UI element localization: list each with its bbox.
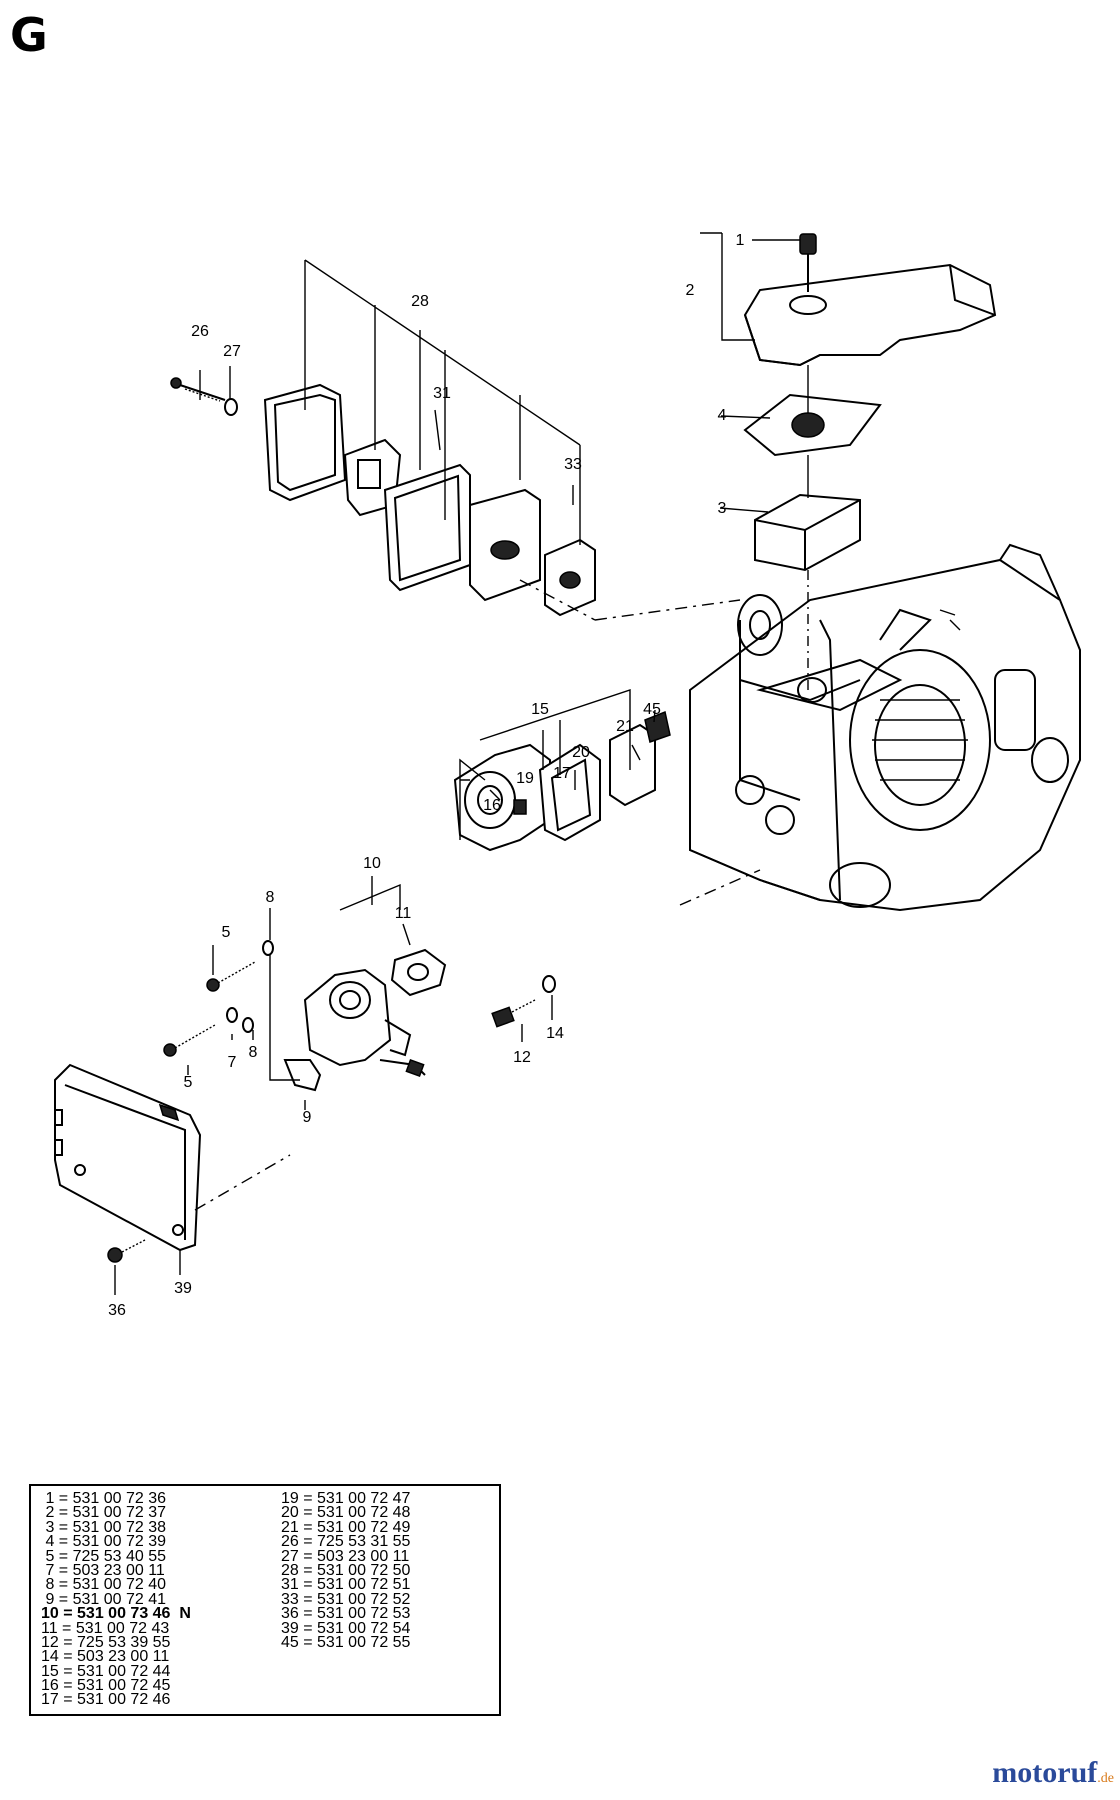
- callout-5-top: 5: [222, 924, 231, 941]
- parts-list-row: 14 = 503 23 00 11: [41, 1648, 170, 1666]
- callout-9: 9: [303, 1109, 312, 1126]
- filter-plate: [743, 365, 882, 457]
- callout-36: 36: [108, 1302, 126, 1319]
- parts-list-row: 16 = 531 00 72 45: [41, 1677, 171, 1695]
- parts-list-row: 26 = 725 53 31 55: [281, 1533, 411, 1551]
- page-letter: G: [10, 8, 48, 62]
- callout-27: 27: [223, 343, 241, 360]
- callout-2: 2: [686, 282, 695, 299]
- callout-3: 3: [718, 500, 727, 517]
- parts-list-row: 5 = 725 53 40 55: [41, 1547, 166, 1565]
- parts-list-table: 1 = 531 00 72 36 2 = 531 00 72 37 3 = 53…: [29, 1484, 501, 1716]
- callout-45: 45: [643, 701, 661, 718]
- callout-7: 7: [228, 1054, 237, 1071]
- callout-1: 1: [736, 232, 745, 249]
- muffler-assembly: [170, 259, 741, 621]
- callout-28: 28: [411, 293, 429, 310]
- parts-list-row: 20 = 531 00 72 48: [281, 1504, 411, 1522]
- callout-26: 26: [191, 323, 209, 340]
- parts-list-row: 10 = 531 00 73 46 N: [41, 1605, 191, 1623]
- callout-17: 17: [553, 765, 571, 782]
- parts-list-row: 3 = 531 00 72 38: [41, 1518, 166, 1536]
- foam-filter: [754, 455, 861, 690]
- parts-list-row: 31 = 531 00 72 51: [281, 1576, 411, 1594]
- callout-8-top: 8: [266, 889, 275, 906]
- parts-list-row: 21 = 531 00 72 49: [281, 1518, 411, 1536]
- parts-list-row: 33 = 531 00 72 52: [281, 1590, 411, 1608]
- brand-tld: .de: [1097, 1771, 1114, 1786]
- callout-15: 15: [531, 701, 549, 718]
- callout-39: 39: [174, 1280, 192, 1297]
- top-cover: [743, 233, 997, 367]
- callout-5-bottom: 5: [184, 1074, 193, 1091]
- callout-19: 19: [516, 770, 534, 787]
- parts-list-row: 7 = 503 23 00 11: [41, 1561, 165, 1579]
- parts-list-row: 2 = 531 00 72 37: [41, 1504, 166, 1522]
- parts-list-row: 1 = 531 00 72 36: [41, 1490, 166, 1507]
- parts-list-row: 17 = 531 00 72 46: [41, 1691, 171, 1709]
- side-cover: [54, 1063, 291, 1263]
- parts-list-row: 11 = 531 00 72 43: [41, 1619, 170, 1637]
- parts-list-row: 36 = 531 00 72 53: [281, 1605, 411, 1623]
- callout-14: 14: [546, 1025, 564, 1042]
- callout-21: 21: [616, 718, 634, 735]
- parts-list-row: 27 = 503 23 00 11: [281, 1547, 410, 1565]
- parts-list-row: 8 = 531 00 72 40: [41, 1576, 166, 1594]
- callout-8-bottom: 8: [249, 1044, 258, 1061]
- parts-list-row: 19 = 531 00 72 47: [281, 1490, 411, 1507]
- parts-list-row: 15 = 531 00 72 44: [41, 1662, 171, 1680]
- parts-list-row: 4 = 531 00 72 39: [41, 1533, 166, 1551]
- callout-12: 12: [513, 1049, 531, 1066]
- callout-20: 20: [572, 744, 590, 761]
- carburettor-assembly: [163, 689, 761, 1092]
- callout-labels: 1 2 3 4 26 27 28 31 33 15 21 45 20 17 19…: [108, 232, 744, 1319]
- callout-4: 4: [718, 407, 727, 424]
- callout-16: 16: [483, 797, 501, 814]
- brand-name: motoruf: [992, 1756, 1098, 1789]
- parts-list-row: 28 = 531 00 72 50: [281, 1561, 411, 1579]
- brand-watermark: motoruf.de: [992, 1756, 1114, 1790]
- engine-housing: [689, 543, 1081, 912]
- parts-list-row: 39 = 531 00 72 54: [281, 1619, 411, 1637]
- parts-list-row: 12 = 725 53 39 55: [41, 1633, 171, 1651]
- parts-list-row: 45 = 531 00 72 55: [281, 1633, 411, 1651]
- leader-lines: [114, 232, 800, 1295]
- callout-10: 10: [363, 855, 381, 872]
- parts-list-row: 9 = 531 00 72 41: [41, 1590, 166, 1608]
- callout-33: 33: [564, 456, 582, 473]
- exploded-parts-diagram: 1 2 3 4 26 27 28 31 33 15 21 45 20 17 19…: [54, 232, 1081, 1319]
- callout-11: 11: [395, 905, 412, 922]
- callout-31: 31: [433, 385, 451, 402]
